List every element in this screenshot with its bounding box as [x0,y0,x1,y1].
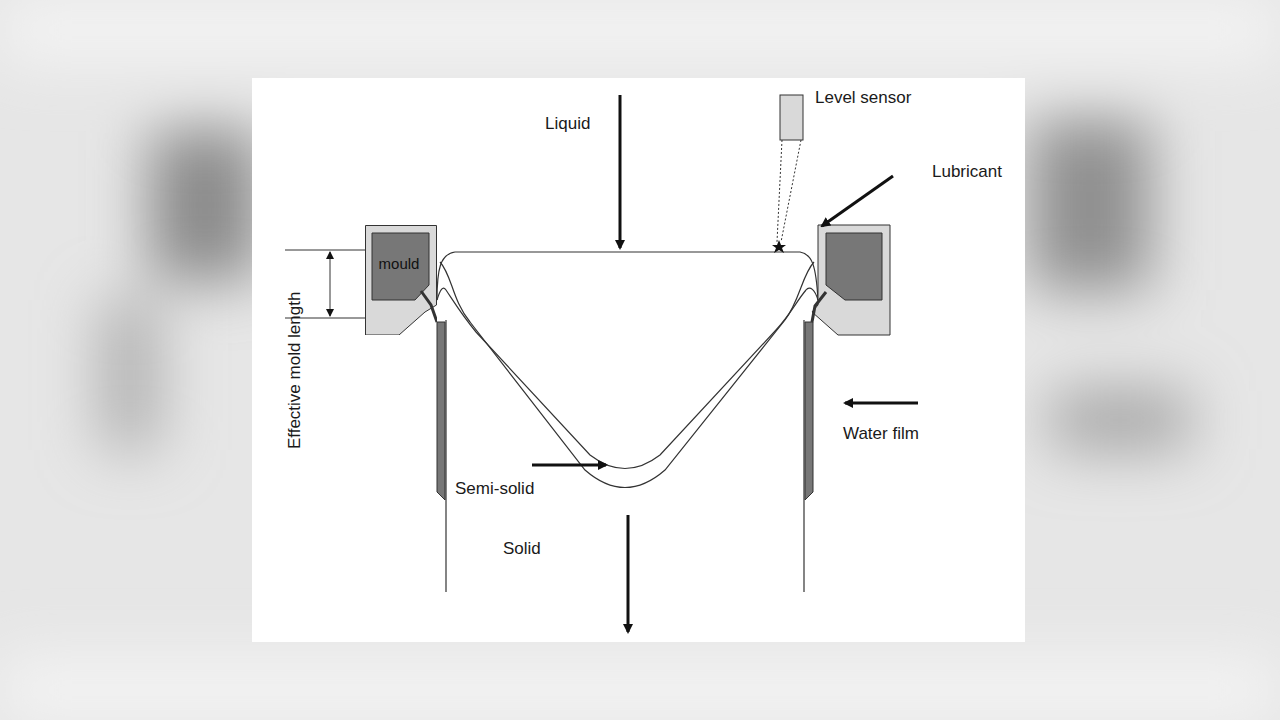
dimension-label: Effective mold length [287,291,306,449]
water-film-label: Water film [843,425,919,444]
liquid-surface [437,252,818,300]
sensor-star [772,240,786,253]
lubricant-label: Lubricant [932,163,1002,182]
lubricant-arrow [822,176,893,226]
level-sensor [780,95,803,140]
sensor-label: Level sensor [815,89,911,108]
left-water-strip [437,322,445,500]
solid-arrow [627,515,630,632]
sump-outer [440,262,814,488]
liquid-label: Liquid [545,115,590,134]
sump-inner [446,290,806,469]
semi-solid-label: Semi-solid [455,480,534,499]
mould-shape [365,225,437,335]
mould-block: mould [365,225,437,335]
right-mould [812,225,890,335]
solid-label: Solid [503,540,541,559]
mould-label: mould [379,255,420,272]
water-film-arrow [845,402,918,405]
semi-solid-arrow [532,464,606,467]
right-water-strip [805,322,813,500]
ingot-wall [803,320,804,592]
ingot-wall [445,320,446,592]
liquid-arrow [619,95,622,248]
dimension-arrow [330,252,331,316]
